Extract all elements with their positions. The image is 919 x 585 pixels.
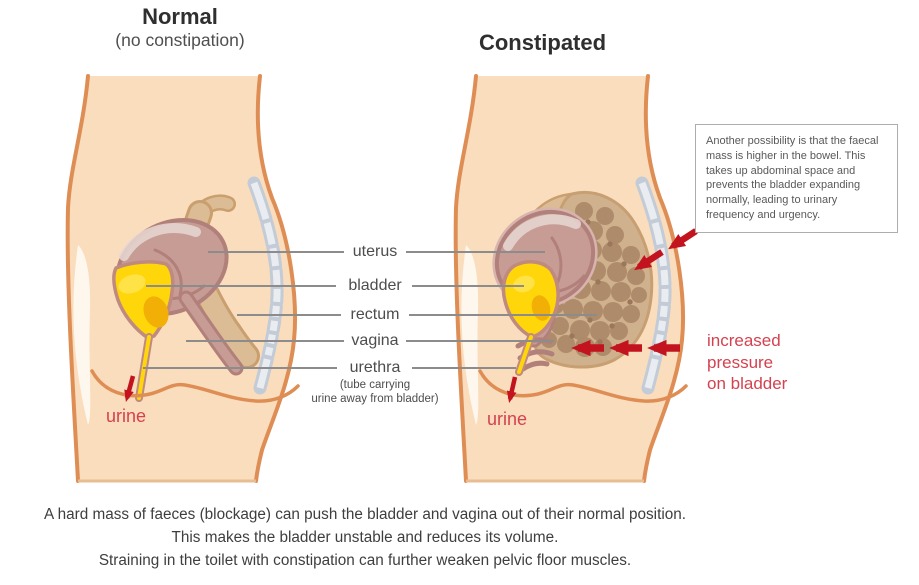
label-urethra: urethra xyxy=(349,359,401,376)
bladder-shape-left xyxy=(112,260,175,340)
leader-line-urethra-left xyxy=(143,367,337,369)
footer-line2: This makes the bladder unstable and redu… xyxy=(171,529,559,546)
normal-figure xyxy=(65,74,300,483)
footer-line3: Straining in the toilet with constipatio… xyxy=(98,552,632,569)
leader-line-uterus-right xyxy=(406,251,545,253)
vagina-shape-left xyxy=(178,290,244,376)
left-figure-title: Normal xyxy=(142,4,218,29)
urethra-caption-line2: urine away from bladder) xyxy=(311,393,439,405)
label-rectum: rectum xyxy=(350,306,400,323)
leader-line-vagina-right xyxy=(406,340,554,342)
urethra-caption-line1: (tube carrying xyxy=(339,379,411,391)
leader-line-uterus-left xyxy=(208,251,344,253)
urine-arrow-right xyxy=(506,376,518,403)
leader-line-vagina-left xyxy=(186,340,344,342)
leader-line-urethra-right xyxy=(412,367,516,369)
urine-label-right: urine xyxy=(486,409,528,429)
footer-line1: A hard mass of faeces (blockage) can pus… xyxy=(43,506,686,523)
faecal-texture-dots xyxy=(565,219,633,345)
right-figure-title: Constipated xyxy=(478,30,607,55)
leader-line-rectum-right xyxy=(409,314,597,316)
label-bladder: bladder xyxy=(348,277,402,294)
side-note-text: Another possibility is that the faecal m… xyxy=(706,135,879,221)
side-note-box: Another possibility is that the faecal m… xyxy=(695,124,898,233)
constipated-figure xyxy=(453,74,731,483)
label-vagina: vagina xyxy=(351,332,399,349)
footer-caption: A hard mass of faeces (blockage) can pus… xyxy=(5,503,725,572)
urine-label-left: urine xyxy=(105,406,147,426)
leader-line-bladder-left xyxy=(146,285,336,287)
label-uterus: uterus xyxy=(352,243,398,260)
pressure-note: increased pressure on bladder xyxy=(707,330,802,395)
pressure-note-line1: increased xyxy=(707,331,781,350)
left-figure-subtitle: (no constipation) xyxy=(115,30,245,50)
urethra-shape-right xyxy=(515,333,535,376)
leader-line-rectum-left xyxy=(237,314,341,316)
pressure-note-line3: on bladder xyxy=(707,374,788,393)
urine-arrow-left xyxy=(124,375,136,402)
leader-line-bladder-right xyxy=(412,285,524,287)
pressure-note-line2: pressure xyxy=(707,352,774,372)
